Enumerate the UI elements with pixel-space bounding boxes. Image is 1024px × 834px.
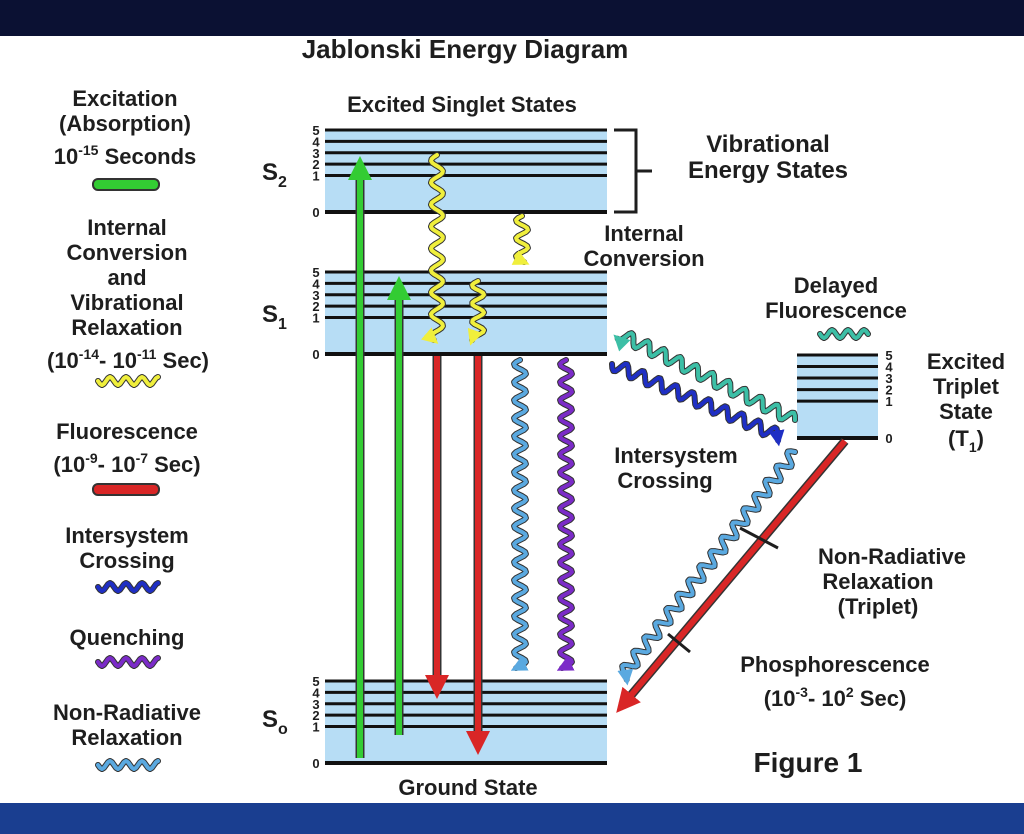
- s2-level-label-2: 2: [312, 157, 319, 172]
- isc-label-2: Crossing: [617, 468, 712, 493]
- t1-level-label-1: 1: [885, 394, 892, 409]
- triplet-symbol: (T1): [948, 426, 984, 455]
- s1-level-label-0: 0: [312, 347, 319, 362]
- intersystem-crossing-arrow: [610, 361, 785, 447]
- internal-conversion-s2-s1: [421, 153, 445, 344]
- s2-level-label-1: 1: [312, 169, 319, 184]
- nonrad-triplet-label-1: Non-Radiative: [818, 544, 966, 569]
- legend-fluorescence-line1: Fluorescence: [56, 419, 198, 444]
- figure-label: Figure 1: [754, 747, 863, 778]
- legend-quenching-line1: Quenching: [70, 625, 185, 650]
- legend-ic-line2: Conversion: [66, 240, 187, 265]
- t1-level-label-5: 5: [885, 348, 892, 363]
- s1-level-label-5: 5: [312, 265, 319, 280]
- legend-swatch-1: [96, 375, 160, 387]
- s1-band: [325, 272, 607, 354]
- legend-quenching: Quenching: [70, 625, 185, 650]
- legend-excitation: Excitation (Absorption) 10-15 Seconds: [54, 86, 197, 169]
- legend-fluorescence: Fluorescence (10-9- 10-7 Sec): [53, 419, 200, 477]
- s0-level-label-2: 2: [312, 708, 319, 723]
- s2-band: [325, 130, 607, 212]
- delayed-fluorescence-arrow: [613, 331, 797, 422]
- state-label-s0: So: [262, 706, 288, 738]
- triplet-state-label: Excited Triplet State (T1): [927, 349, 1005, 455]
- nonradiative-t1-s0: [617, 449, 797, 686]
- s0-level-label-4: 4: [312, 685, 320, 700]
- phosphorescence-label: Phosphorescence: [740, 652, 930, 677]
- nonrad-triplet-label-3: (Triplet): [838, 594, 919, 619]
- phosphorescence-time: (10-3- 102 Sec): [764, 684, 907, 711]
- legend-ic-line5: Relaxation: [71, 315, 182, 340]
- internal-conversion-between: [511, 214, 530, 265]
- t1-level-label-3: 3: [885, 371, 892, 386]
- triplet-line2: Triplet: [933, 374, 1000, 399]
- t1-band: [797, 355, 878, 438]
- quenching-arrow: [556, 358, 575, 671]
- s0-level-label-0: 0: [312, 756, 319, 771]
- legend-swatch-4: [96, 656, 160, 668]
- vibrational-bracket: [614, 128, 652, 214]
- s1-level-label-1: 1: [312, 311, 319, 326]
- legend-fluorescence-time: (10-9- 10-7 Sec): [53, 450, 200, 477]
- t1-level-label-4: 4: [885, 360, 893, 375]
- s2-level-label-5: 5: [312, 123, 319, 138]
- legend-ic-line1: Internal: [87, 215, 166, 240]
- legend-isc-line2: Crossing: [79, 548, 174, 573]
- legend-ic-time: (10-14- 10-11 Sec): [47, 346, 209, 373]
- phosphorescence-pointer: [667, 632, 691, 654]
- t1-level-label-2: 2: [885, 383, 892, 398]
- state-label-s2: S2: [262, 159, 287, 191]
- s0-level-label-3: 3: [312, 697, 319, 712]
- legend-nonrad-line2: Relaxation: [71, 725, 182, 750]
- legend-swatch-0: [92, 178, 160, 191]
- legend-ic-line3: and: [107, 265, 146, 290]
- legend-excitation-time: 10-15 Seconds: [54, 142, 197, 169]
- legend-nonradiative: Non-Radiative Relaxation: [53, 700, 201, 750]
- legend-nonrad-line1: Non-Radiative: [53, 700, 201, 725]
- vibrational-label-line2: Energy States: [688, 157, 848, 184]
- legend-excitation-line2: (Absorption): [59, 111, 191, 136]
- legend-swatch-2: [92, 483, 160, 496]
- s0-level-label-1: 1: [312, 720, 319, 735]
- legend-isc-line1: Intersystem: [65, 523, 189, 548]
- delayed-fluorescence-swatch: [818, 328, 870, 340]
- state-label-s1: S1: [262, 301, 287, 333]
- isc-label-1: Intersystem: [614, 443, 738, 468]
- s2-level-label-3: 3: [312, 146, 319, 161]
- delayed-fluorescence-label-1: Delayed: [794, 273, 878, 298]
- s2-level-label-4: 4: [312, 134, 320, 149]
- jablonski-diagram: Jablonski Energy Diagram Excitation (Abs…: [47, 36, 1005, 800]
- t1-level-label-0: 0: [885, 431, 892, 446]
- internal-conversion-label-2: Conversion: [583, 246, 704, 271]
- internal-conversion-s1: [467, 279, 486, 346]
- s1-level-label-3: 3: [312, 288, 319, 303]
- singlet-header: Excited Singlet States: [347, 92, 577, 117]
- transition-arrows: [348, 152, 871, 758]
- phosphorescence-arrow: [616, 439, 848, 713]
- triplet-line1: Excited: [927, 349, 1005, 374]
- legend-ic-line4: Vibrational: [70, 290, 183, 315]
- legend-swatch-3: [96, 581, 160, 593]
- top-bar: [0, 0, 1024, 36]
- bottom-bar: [0, 803, 1024, 834]
- s0-level-label-5: 5: [312, 674, 319, 689]
- legend-swatch-5: [96, 759, 160, 771]
- s1-level-label-4: 4: [312, 276, 320, 291]
- legend-intersystem-crossing: Intersystem Crossing: [65, 523, 189, 573]
- s2-level-label-0: 0: [312, 205, 319, 220]
- internal-conversion-label-1: Internal: [604, 221, 683, 246]
- nonradiative-s1-s0: [510, 358, 529, 671]
- triplet-line3: State: [939, 399, 993, 424]
- delayed-fluorescence-label-2: Fluorescence: [765, 298, 907, 323]
- legend-excitation-line1: Excitation: [72, 86, 177, 111]
- legend-swatches: [92, 178, 161, 772]
- nonrad-triplet-label-2: Relaxation: [822, 569, 933, 594]
- diagram-title: Jablonski Energy Diagram: [302, 36, 629, 64]
- legend: Excitation (Absorption) 10-15 Seconds In…: [47, 86, 209, 772]
- vibrational-label-line1: Vibrational: [706, 131, 830, 158]
- s1-level-label-2: 2: [312, 299, 319, 314]
- ground-state-label: Ground State: [398, 775, 537, 800]
- nonrad-triplet-pointer: [739, 526, 779, 550]
- legend-internal-conversion: Internal Conversion and Vibrational Rela…: [47, 215, 209, 373]
